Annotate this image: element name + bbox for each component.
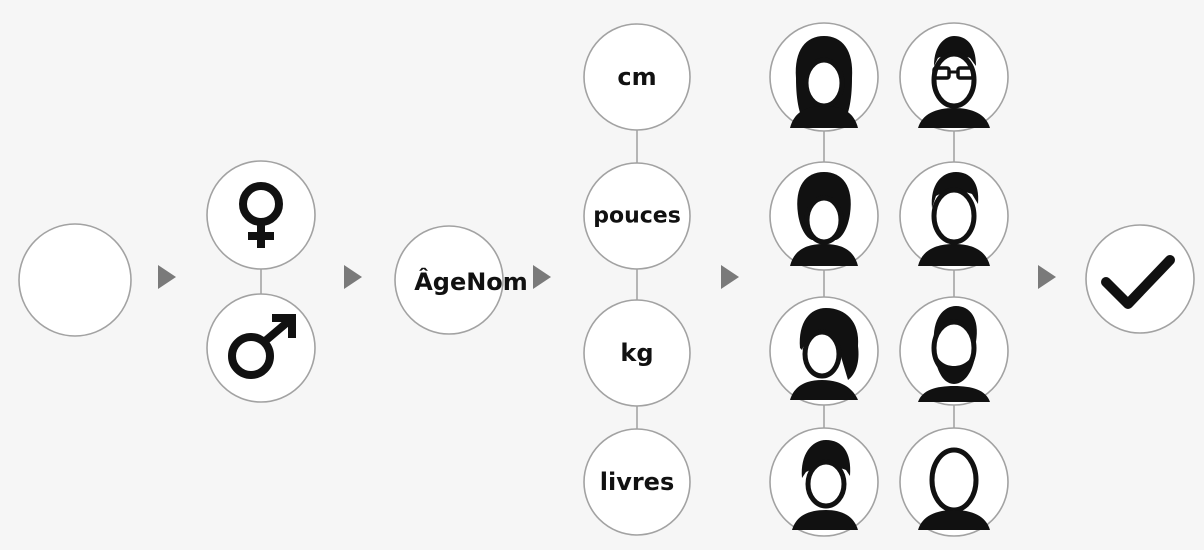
man-beard-icon bbox=[918, 306, 990, 402]
avatar-option-female-3[interactable] bbox=[769, 296, 879, 406]
age-name-step-circle[interactable] bbox=[394, 225, 504, 335]
checkmark-icon bbox=[1101, 255, 1175, 309]
avatar-option-male-1[interactable] bbox=[899, 22, 1009, 132]
unit-label-cm: cm bbox=[617, 63, 656, 91]
flow-arrow-3 bbox=[533, 265, 551, 289]
male-symbol-icon bbox=[228, 314, 296, 379]
female-option[interactable] bbox=[206, 160, 316, 270]
unit-label-kg: kg bbox=[620, 339, 653, 367]
woman-ponytail-icon bbox=[790, 308, 859, 400]
avatar-option-male-3[interactable] bbox=[899, 296, 1009, 406]
unit-option-kg[interactable]: kg bbox=[583, 299, 691, 407]
unit-option-livres[interactable]: livres bbox=[583, 428, 691, 536]
man-bald-icon bbox=[918, 447, 990, 530]
flow-arrow-1 bbox=[158, 265, 176, 289]
start-step-circle bbox=[18, 223, 132, 337]
unit-label-pouces: pouces bbox=[593, 204, 681, 229]
flow-arrow-5 bbox=[1038, 265, 1056, 289]
flow-arrow-2 bbox=[344, 265, 362, 289]
woman-short-bangs-icon bbox=[792, 440, 858, 530]
avatar-option-female-2[interactable] bbox=[769, 161, 879, 271]
unit-option-cm[interactable]: cm bbox=[583, 23, 691, 131]
unit-label-livres: livres bbox=[600, 468, 675, 496]
avatar-option-female-1[interactable] bbox=[769, 22, 879, 132]
flow-arrow-4 bbox=[721, 265, 739, 289]
female-symbol-icon bbox=[239, 182, 283, 248]
unit-option-pouces[interactable]: pouces bbox=[583, 162, 691, 270]
male-option[interactable] bbox=[206, 293, 316, 403]
avatar-option-female-4[interactable] bbox=[769, 427, 879, 537]
avatar-option-male-2[interactable] bbox=[899, 161, 1009, 271]
woman-bob-hair-icon bbox=[790, 172, 858, 266]
woman-long-hair-icon bbox=[790, 36, 858, 128]
age-name-label: ÂgeNom bbox=[414, 267, 528, 296]
completion-step[interactable] bbox=[1085, 224, 1195, 334]
man-short-hair-icon bbox=[918, 172, 990, 266]
man-glasses-icon bbox=[918, 36, 990, 128]
avatar-option-male-4[interactable] bbox=[899, 427, 1009, 537]
